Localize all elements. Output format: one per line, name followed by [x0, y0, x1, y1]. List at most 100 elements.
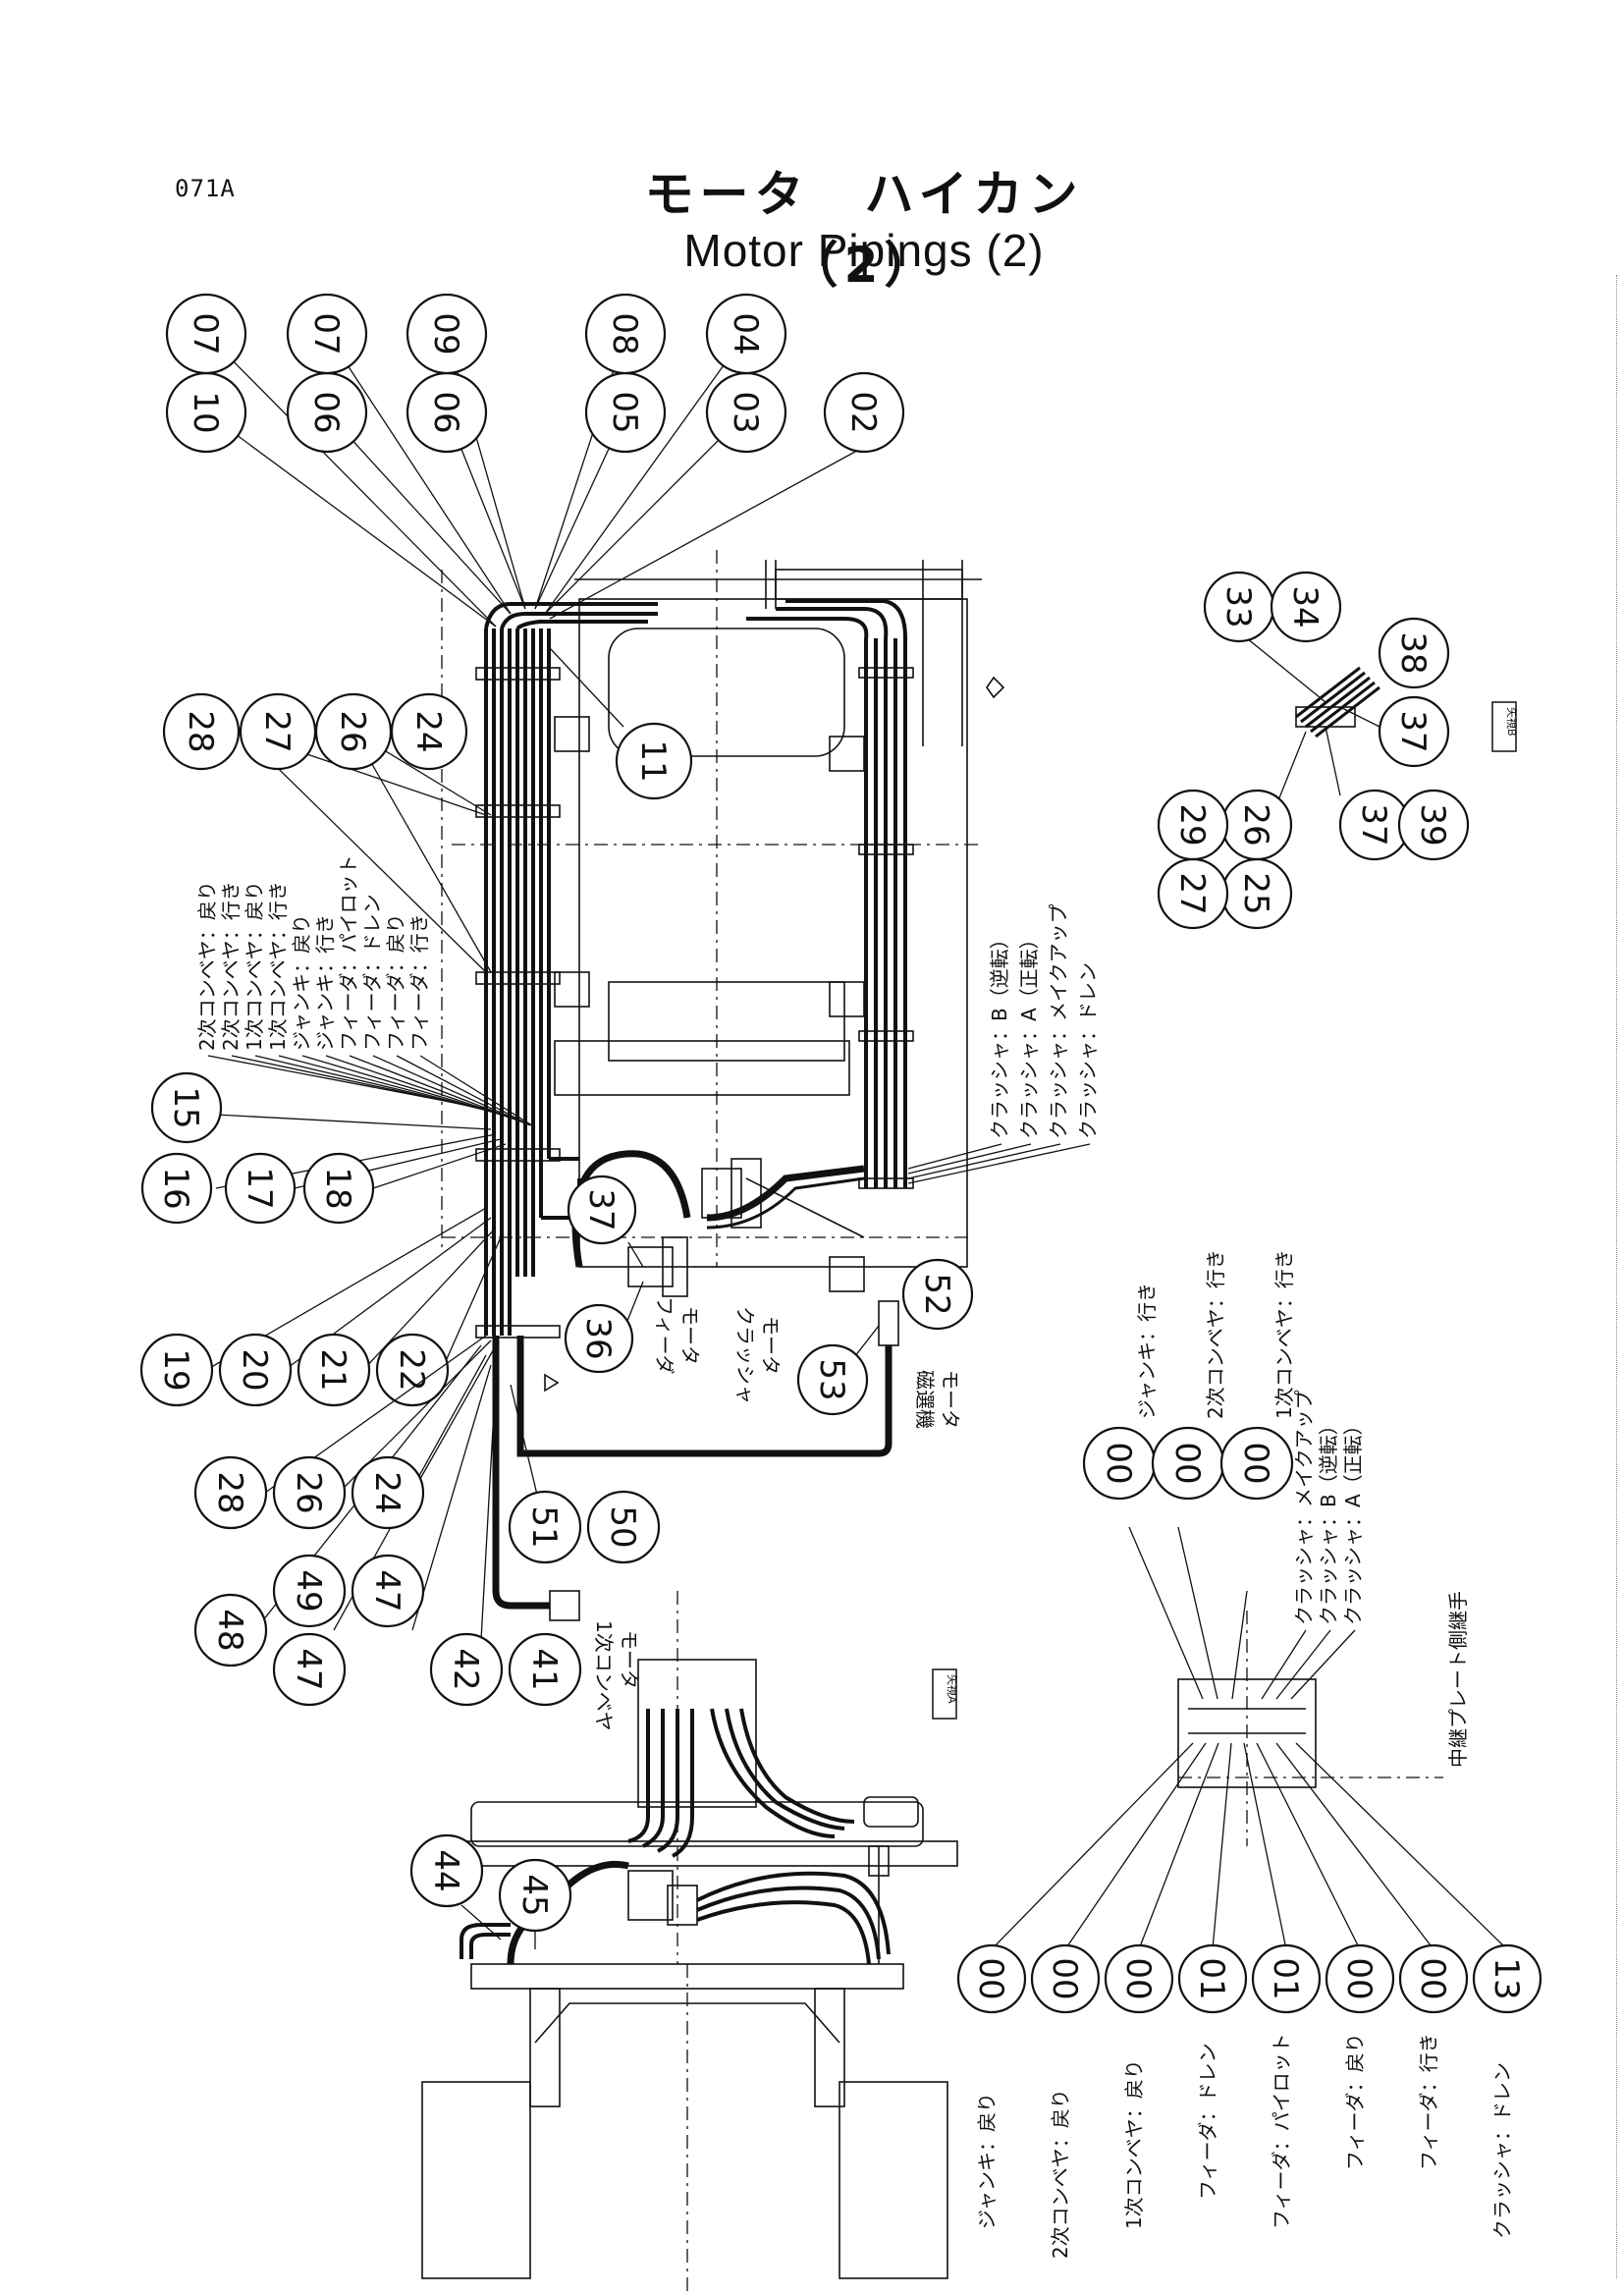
- svg-text:05: 05: [605, 391, 644, 433]
- svg-text:52: 52: [917, 1273, 956, 1315]
- svg-text:29: 29: [1172, 803, 1212, 846]
- callout-bubble: 28: [162, 692, 241, 771]
- relay-label: 2次コンベヤ：戻り: [1049, 2089, 1072, 2259]
- callout-bubble: 07: [286, 293, 368, 375]
- relay-upper-labels: ジャンキ：行き 2次コンベヤ：行き 1次コンベヤ：行き クラッシャ：メイクアップ…: [1135, 1249, 1470, 1768]
- document-id: 071A: [175, 175, 236, 202]
- crusher-label: クラッシャ：メイクアップ: [1047, 903, 1070, 1139]
- relay-upper-callouts: 00 00 00: [1082, 1426, 1294, 1700]
- callout-bubble: 39: [1397, 789, 1470, 861]
- pipe-label: フィーダ：戻り: [384, 913, 407, 1051]
- conveyor-motor-label: 1次コンベヤモータ: [592, 1620, 641, 1731]
- callout-bubble: 24: [351, 1455, 425, 1530]
- svg-text:19: 19: [156, 1348, 195, 1391]
- callout-bubble: 34: [1270, 571, 1342, 643]
- svg-text:41: 41: [524, 1648, 564, 1690]
- callout-bubble: 00: [1219, 1426, 1294, 1501]
- pipe-label: ジャンキ：戻り: [290, 914, 313, 1051]
- feeder-motor-callouts: 37 36 フィーダモータ: [564, 1175, 702, 1375]
- svg-text:00: 00: [1413, 1957, 1452, 1999]
- callout-bubble: 36: [564, 1303, 634, 1374]
- callout-bubble: 17: [224, 1152, 297, 1225]
- callout-bubble: 13: [1472, 1943, 1542, 2014]
- right-pipe-bundle: [706, 599, 914, 1230]
- magnet-motor-symbol: [516, 1300, 899, 1457]
- callout-bubble: 22: [375, 1333, 450, 1407]
- callout-bubble: 10: [165, 371, 247, 454]
- callout-bubble: 52: [901, 1258, 974, 1331]
- callout-bubble: 09: [406, 293, 488, 375]
- callout-bubble: 00: [1398, 1943, 1469, 2014]
- relay-label: フィーダ：ドレン: [1196, 2043, 1219, 2200]
- crusher-motor-label: クラッシャモータ: [733, 1306, 783, 1404]
- svg-text:15: 15: [166, 1086, 205, 1128]
- relay-lower-callouts: 00 00 00 01 01 00 00 13: [956, 1742, 1542, 2014]
- svg-text:37: 37: [1354, 803, 1393, 846]
- svg-text:02: 02: [843, 391, 883, 433]
- left-callouts-upper: 28 27 26 24: [162, 692, 492, 973]
- relay-label: 2次コンベヤ：行き: [1204, 1249, 1227, 1419]
- callout-bubble: 00: [1151, 1426, 1225, 1501]
- callout-bubble: 25: [1220, 857, 1293, 930]
- svg-text:07: 07: [306, 312, 346, 355]
- svg-text:09: 09: [426, 312, 465, 355]
- callout-bubble: 00: [1104, 1943, 1174, 2014]
- callout-bubble: 18: [302, 1152, 375, 1225]
- pipe-label: 2次コンベヤ：行き: [219, 881, 243, 1051]
- relay-label: 1次コンベヤ：戻り: [1122, 2059, 1146, 2229]
- svg-text:48: 48: [210, 1609, 249, 1651]
- callout-bubble: 26: [272, 1455, 347, 1530]
- callout-bubble: 16: [140, 1152, 213, 1225]
- svg-text:07: 07: [186, 312, 225, 355]
- relay-label: 1次コンベヤ：行き: [1272, 1249, 1296, 1419]
- svg-text:28: 28: [210, 1471, 249, 1513]
- svg-text:矢視B: 矢視B: [1505, 707, 1519, 737]
- callout-bubble: 50: [586, 1490, 661, 1564]
- left-callouts-bottom: 28 26 24 48 49 47 47 42 41: [193, 1335, 582, 1707]
- relay-label: クラッシャ：A（正転）: [1341, 1415, 1365, 1625]
- crusher-motor-symbol: [701, 1158, 865, 1238]
- svg-text:16: 16: [156, 1167, 195, 1209]
- callout-bubble: 00: [1082, 1426, 1157, 1501]
- callout-bubble: 06: [286, 371, 368, 454]
- callout-bubble: 26: [1220, 789, 1293, 861]
- callout-bubble: 21: [297, 1333, 371, 1407]
- relay-label: ジャンキ：戻り: [975, 2093, 999, 2229]
- magnet-motor-label: 磁選機モータ: [913, 1370, 962, 1429]
- svg-text:37: 37: [1393, 710, 1433, 752]
- title-english: Motor Pipings (2): [683, 225, 1045, 276]
- svg-text:13: 13: [1487, 1957, 1526, 1999]
- svg-text:22: 22: [392, 1348, 431, 1391]
- callout-bubble: 01: [1177, 1943, 1248, 2014]
- svg-text:18: 18: [318, 1167, 357, 1209]
- svg-text:00: 00: [1099, 1442, 1138, 1484]
- callout-bubble: 53: [796, 1343, 869, 1416]
- callout-bubble: 08: [584, 293, 667, 375]
- svg-text:47: 47: [289, 1648, 328, 1690]
- callout-bubble: 51: [508, 1490, 582, 1564]
- callout-bubble: 00: [1030, 1943, 1101, 2014]
- svg-text:00: 00: [1339, 1957, 1379, 1999]
- svg-text:34: 34: [1285, 585, 1325, 628]
- callout-bubble: 45: [498, 1858, 572, 1933]
- svg-text:51: 51: [524, 1505, 564, 1548]
- svg-text:04: 04: [726, 312, 765, 355]
- svg-text:53: 53: [812, 1358, 851, 1400]
- pipe-label: フィーダ：ドレン: [360, 894, 384, 1051]
- callout-bubble: 11: [615, 722, 693, 800]
- svg-text:37: 37: [581, 1188, 621, 1230]
- callout-bubble: 04: [705, 293, 787, 375]
- relay-label: フィーダ：行き: [1417, 2033, 1440, 2170]
- left-callouts-lower: 19 20 21 22: [139, 1207, 502, 1407]
- conveyor-motor-symbol: [492, 1336, 580, 1621]
- callout-bubble: 00: [1325, 1943, 1395, 2014]
- left-pipe-labels: 2次コンベヤ：戻り 2次コンベヤ：行き 1次コンベヤ：戻り 1次コンベヤ：行き …: [195, 854, 536, 1128]
- feeder-motor-label: フィーダモータ: [653, 1296, 702, 1375]
- magnet-motor-callouts: 53 52 磁選機モータ: [796, 1258, 974, 1429]
- callout-bubble: 06: [406, 371, 488, 454]
- svg-text:11: 11: [633, 739, 673, 782]
- svg-text:26: 26: [289, 1471, 328, 1513]
- view-tag-a: 矢視A: [932, 1668, 959, 1720]
- relay-title: 中継プレート側継手: [1446, 1591, 1470, 1768]
